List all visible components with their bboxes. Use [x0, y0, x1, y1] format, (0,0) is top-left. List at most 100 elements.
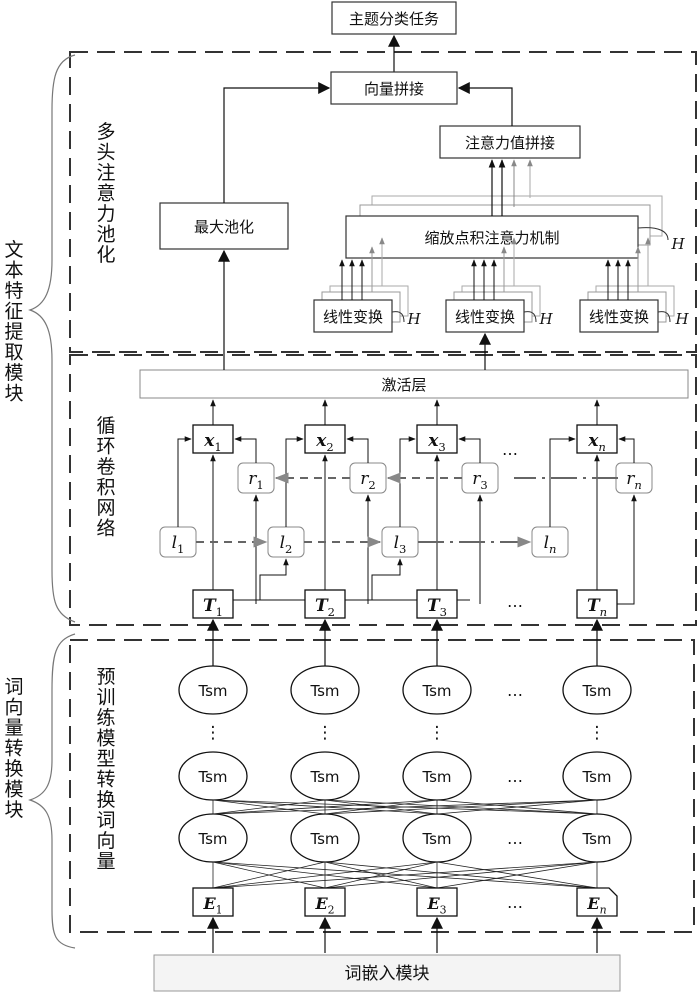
vector-concat-text: 向量拼接 [364, 80, 424, 98]
svg-text:Tsm: Tsm [309, 830, 339, 848]
svg-text:Tsm: Tsm [197, 682, 227, 700]
module-word-label: 词向量转换模块 [4, 676, 23, 821]
svg-text:ln: ln [544, 533, 557, 556]
t-node-2: T2 [304, 454, 346, 619]
attention-concat-box [439, 125, 581, 159]
topic-classification-box [331, 1, 457, 35]
svg-text:x1: x1 [203, 431, 222, 454]
tsm-node-r3-c2: Tsm [290, 813, 360, 863]
attention-concat-text: 注意力值拼接 [465, 134, 555, 152]
tsm-node-r1-c3: Tsm [402, 665, 472, 715]
section-rcnn-label: 循环卷积网络 [96, 415, 115, 540]
svg-text:En: En [586, 894, 606, 916]
tsm-node-r2-c4: Tsm [562, 751, 632, 801]
ellipsis-e-row: … [507, 893, 523, 912]
x-node-1: x1 [192, 399, 234, 454]
ellipsis-tsm-row-3: … [507, 829, 523, 848]
svg-text:Tsm: Tsm [197, 768, 227, 786]
text-module-brace [28, 54, 76, 623]
vdots-4: ⋮ [589, 723, 606, 743]
word-module-brace [28, 633, 76, 949]
activation-layer-box [139, 369, 689, 399]
word-embedding-box [153, 954, 621, 992]
r-node-2: r2 [346, 436, 387, 604]
svg-text:r2: r2 [360, 469, 376, 492]
section-pretrain-label: 预训练模型转换词向量 [96, 666, 115, 873]
svg-text:r1: r1 [248, 469, 264, 492]
l-node-4: ln [531, 436, 576, 558]
e-node-3: E3 [416, 887, 458, 953]
svg-text:rn: rn [626, 469, 642, 492]
svg-text:xn: xn [587, 431, 606, 454]
l-node-3: l3 [381, 436, 419, 558]
e-node-1: E1 [192, 887, 234, 953]
svg-text:T2: T2 [315, 596, 335, 619]
svg-text:线性变换: 线性变换 [589, 308, 649, 326]
svg-text:Tsm: Tsm [421, 830, 451, 848]
vdots-3: ⋮ [429, 723, 446, 743]
tsm-node-r2-c1: Tsm [178, 751, 248, 801]
module-text-label: 文本特征提取模块 [4, 239, 23, 405]
x-node-3: x3 [416, 399, 458, 454]
svg-text:Tn: Tn [587, 596, 607, 619]
ellipsis-rcnn-1: … [502, 440, 518, 459]
svg-text:线性变换: 线性变换 [455, 308, 515, 326]
pretrain-section-box [69, 639, 695, 933]
e-node-4: En [576, 887, 618, 953]
svg-text:H: H [674, 310, 689, 328]
word-embedding-text: 词嵌入模块 [345, 964, 430, 984]
vector-concat-box [330, 71, 458, 105]
svg-text:H: H [406, 310, 421, 328]
tsm-node-r1-c4: Tsm [562, 665, 632, 715]
svg-text:线性变换: 线性变换 [323, 308, 383, 326]
svg-text:Tsm: Tsm [309, 768, 339, 786]
tsm-node-r3-c3: Tsm [402, 813, 472, 863]
tsm-node-r2-c3: Tsm [402, 751, 472, 801]
svg-text:r3: r3 [472, 469, 488, 492]
l-node-1: l1 [159, 436, 197, 558]
vdots-1: ⋮ [205, 723, 222, 743]
svg-text:Tsm: Tsm [309, 682, 339, 700]
tsm-node-r1-c1: Tsm [178, 665, 248, 715]
r-node-3: r3 [458, 436, 499, 604]
x-node-2: x2 [304, 399, 346, 454]
svg-text:l2: l2 [280, 533, 293, 556]
svg-text:Tsm: Tsm [581, 682, 611, 700]
activation-layer-text: 激活层 [381, 376, 426, 394]
max-pool-text: 最大池化 [194, 218, 254, 236]
tsm-node-r1-c2: Tsm [290, 665, 360, 715]
svg-text:T1: T1 [203, 596, 223, 619]
svg-text:x3: x3 [427, 431, 446, 454]
tsm-node-r3-c1: Tsm [178, 813, 248, 863]
section-mhap-label: 多头注意力池化 [96, 121, 115, 266]
r-node-1: r1 [234, 436, 275, 604]
svg-text:E1: E1 [202, 894, 222, 916]
svg-text:E3: E3 [426, 894, 446, 916]
x-node-4: xn [576, 399, 618, 454]
ellipsis-tsm-row-2: … [507, 767, 523, 786]
scaled-dot-attention-box [345, 215, 639, 259]
tsm-node-r3-c4: Tsm [562, 813, 632, 863]
svg-text:l1: l1 [172, 533, 185, 556]
ellipsis-rcnn-2: … [507, 592, 523, 611]
linear-transform-group-3: 线性变换 H [579, 237, 689, 333]
svg-text:l3: l3 [394, 533, 407, 556]
svg-text:x2: x2 [315, 431, 334, 454]
e-node-2: E2 [304, 887, 346, 953]
r-node-4: rn [615, 436, 653, 605]
svg-text:Tsm: Tsm [581, 830, 611, 848]
linear-transform-group-2: 线性变换 H [445, 237, 553, 333]
t-node-1: T1 [192, 454, 234, 619]
svg-text:H: H [538, 310, 553, 328]
attention-head-h: H [670, 235, 685, 253]
t-node-3: T3 [416, 454, 458, 619]
ellipsis-tsm-row-1: … [507, 681, 523, 700]
scaled-dot-attention-text: 缩放点积注意力机制 [424, 229, 559, 247]
tsm-node-r2-c2: Tsm [290, 751, 360, 801]
topic-classification-text: 主题分类任务 [349, 10, 439, 28]
svg-text:Tsm: Tsm [421, 682, 451, 700]
svg-text:Tsm: Tsm [581, 768, 611, 786]
